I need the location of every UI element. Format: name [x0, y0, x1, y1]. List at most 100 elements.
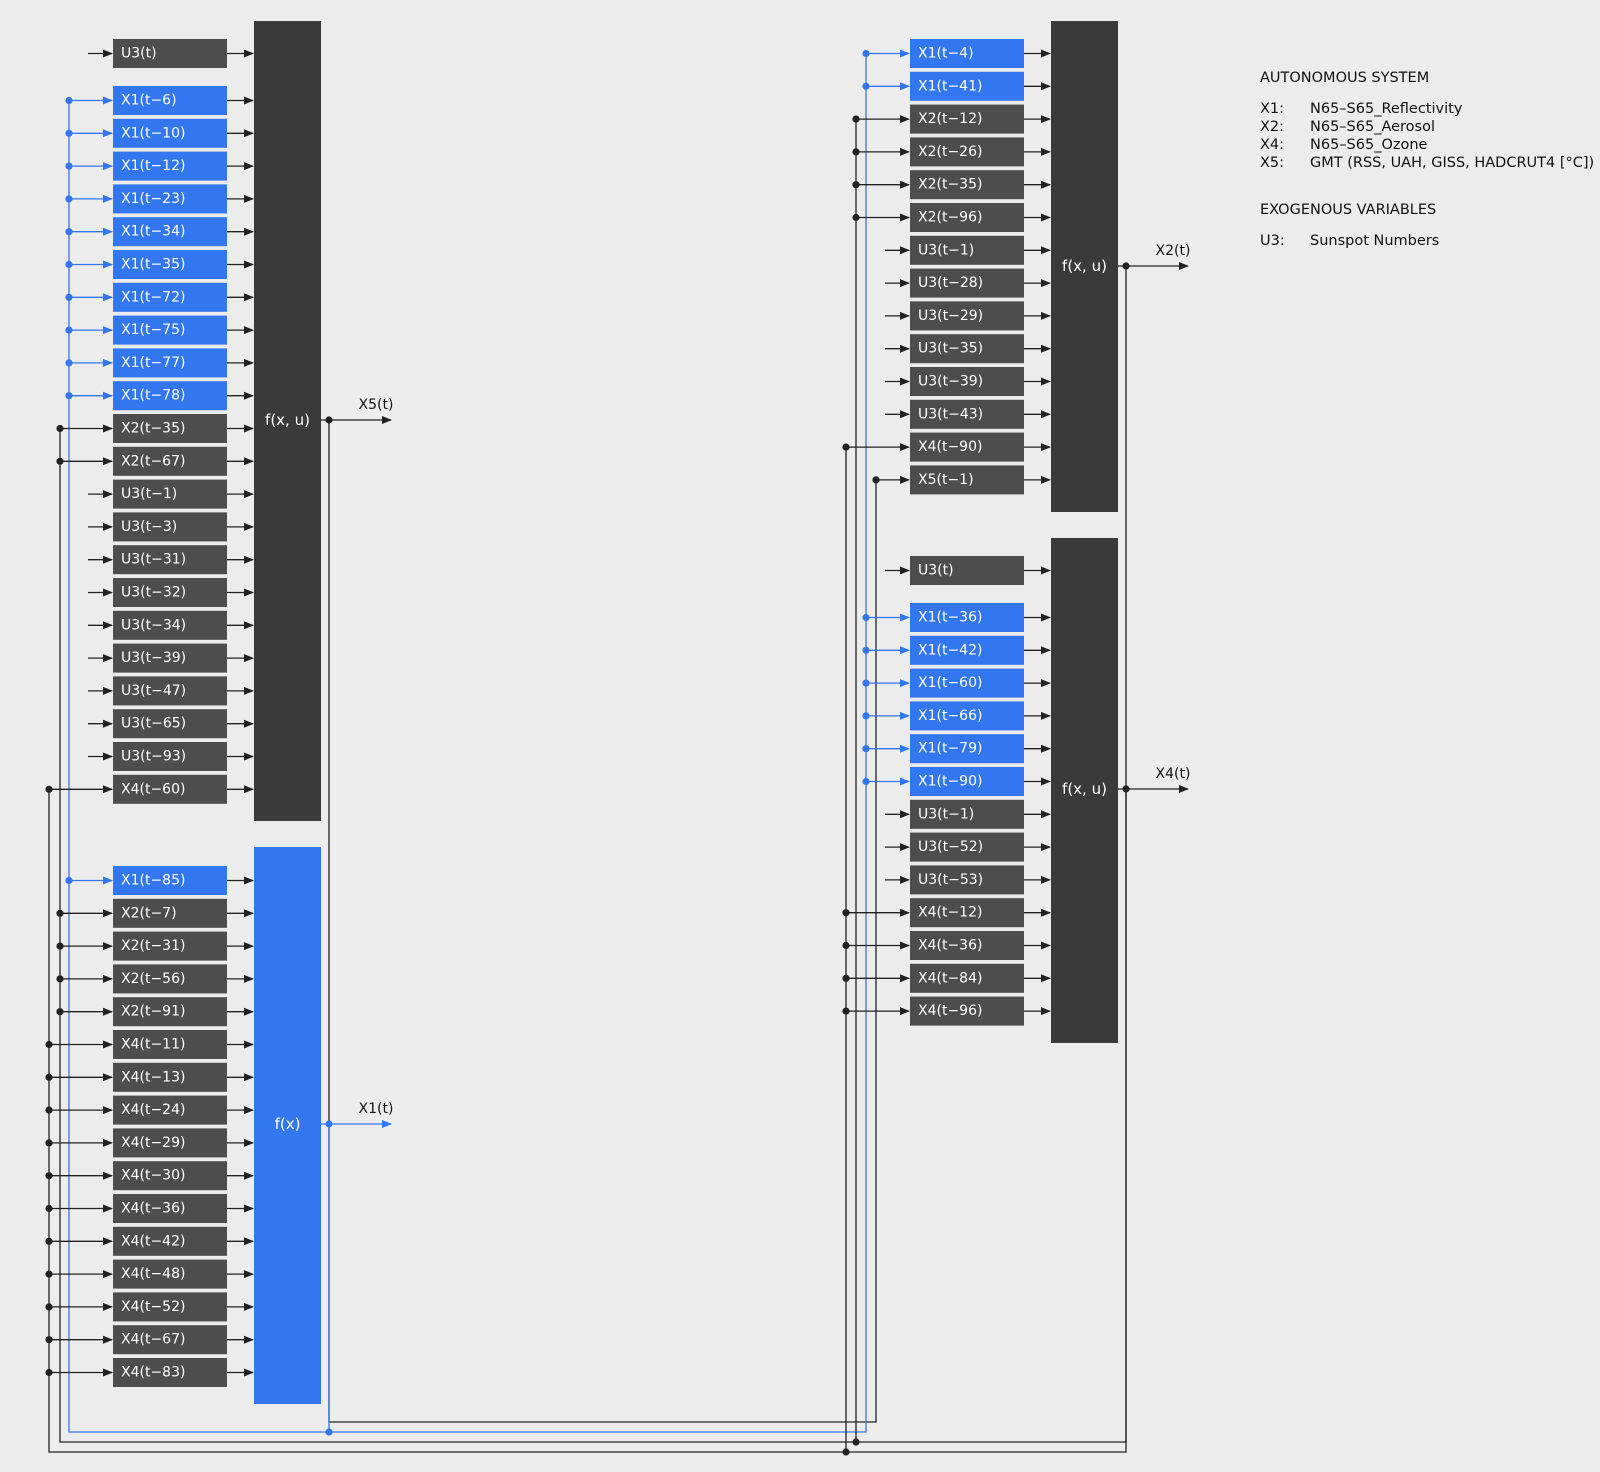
input-label: X4(t−96)	[918, 1003, 982, 1019]
input-label: X1(t−79)	[918, 741, 982, 757]
input-cell	[910, 603, 1024, 632]
x1-junction-dot	[65, 228, 73, 236]
input-label: U3(t−39)	[918, 374, 983, 390]
function-block	[254, 21, 321, 821]
x4-junction-dot	[842, 443, 850, 451]
input-cell	[113, 997, 227, 1027]
input-label: U3(t−1)	[121, 486, 177, 502]
legend-value: GMT (RSS, UAH, GISS, HADCRUT4 [°C])	[1310, 155, 1595, 171]
input-label: U3(t−29)	[918, 308, 983, 324]
input-label: X2(t−26)	[918, 144, 982, 160]
input-label: X4(t−42)	[121, 1233, 185, 1249]
x4-junction-dot	[45, 1303, 53, 1311]
input-label: X4(t−36)	[121, 1201, 185, 1217]
input-cell	[113, 414, 227, 443]
x1-junction-dot	[862, 777, 870, 786]
input-cell	[113, 381, 227, 411]
input-label: X1(t−36)	[918, 610, 982, 626]
input-label: X4(t−12)	[918, 905, 982, 921]
legend-key: X2:	[1260, 119, 1285, 135]
input-label: X1(t−77)	[121, 355, 185, 371]
legend-value: N65–S65_Aerosol	[1310, 119, 1436, 135]
input-label: X1(t−12)	[121, 158, 185, 174]
legend-value: N65–S65_Ozone	[1310, 137, 1428, 153]
x5-junction-dot	[872, 476, 880, 484]
x4-junction-dot	[45, 1270, 53, 1278]
input-cell	[113, 250, 227, 279]
legend-autonomous-title: AUTONOMOUS SYSTEM	[1260, 70, 1430, 86]
output-junction-dot	[1122, 785, 1130, 793]
input-label: X2(t−35)	[121, 421, 185, 437]
input-cell	[113, 1062, 227, 1092]
input-cell	[910, 767, 1024, 796]
input-label: X4(t−84)	[918, 970, 982, 986]
input-cell	[113, 1259, 227, 1289]
input-cell	[113, 217, 227, 247]
x2-junction-dot	[56, 1008, 64, 1016]
input-label: X5(t−1)	[918, 472, 974, 488]
input-label: X2(t−7)	[121, 905, 177, 921]
input-cell	[113, 643, 227, 673]
legend-row-x2: X2: N65–S65_Aerosol	[1260, 118, 1594, 136]
x1-block: f(x)X1(t−85)X2(t−7)X2(t−31)X2(t−56)X2(t−…	[45, 847, 393, 1404]
legend-key: X1:	[1260, 101, 1285, 117]
input-cell	[113, 1095, 227, 1125]
function-label: f(x, u)	[1062, 780, 1107, 798]
x1-junction-dot	[65, 260, 73, 269]
legend-value: Sunspot Numbers	[1310, 233, 1440, 249]
x4-junction-dot	[45, 1336, 53, 1344]
input-cell	[113, 512, 227, 542]
input-cell	[113, 151, 227, 181]
x1-junction-dot	[65, 359, 73, 367]
legend-key: X5:	[1260, 155, 1285, 171]
input-label: X2(t−31)	[121, 938, 185, 954]
input-label: X1(t−34)	[121, 224, 185, 240]
input-label: X1(t−66)	[918, 708, 982, 724]
x1-junction-dot	[65, 876, 73, 885]
input-label: X4(t−24)	[121, 1102, 185, 1118]
input-label: X4(t−60)	[121, 781, 185, 797]
input-cell	[113, 315, 227, 345]
x4-block: f(x, u)U3(t)X1(t−36)X1(t−42)X1(t−60)X1(t…	[842, 538, 1190, 1043]
input-cell	[910, 465, 1024, 495]
input-label: X1(t−41)	[918, 78, 982, 94]
output-label: X2(t)	[1156, 243, 1191, 259]
input-label: U3(t−43)	[918, 406, 983, 422]
x2-bus-dot	[852, 1438, 860, 1446]
input-label: U3(t−35)	[918, 341, 983, 357]
output-junction-dot	[1122, 262, 1130, 270]
x4-feedback-wire-left	[48, 789, 1127, 1453]
input-cell	[910, 556, 1024, 585]
input-label: X1(t−4)	[918, 46, 974, 62]
input-cell	[910, 268, 1024, 298]
x4-bus-dot	[842, 1448, 850, 1456]
output-junction-dot	[325, 1120, 333, 1128]
input-cell	[113, 1128, 227, 1158]
x4-junction-dot	[45, 1073, 53, 1081]
function-block	[254, 847, 321, 1404]
input-cell	[113, 578, 227, 607]
x2-junction-dot	[56, 909, 64, 917]
input-label: X2(t−56)	[121, 971, 185, 987]
x1-bus-dot	[325, 1428, 333, 1436]
input-cell	[910, 996, 1024, 1026]
x4-junction-dot	[45, 1040, 53, 1049]
input-cell	[113, 479, 227, 509]
input-label: X1(t−85)	[121, 873, 185, 889]
input-label: X4(t−90)	[918, 439, 982, 455]
input-label: U3(t−31)	[121, 552, 186, 568]
input-cell	[113, 898, 227, 928]
input-label: U3(t−47)	[121, 683, 186, 699]
x2-junction-dot	[56, 975, 64, 983]
x2-junction-dot	[852, 213, 860, 222]
x1-junction-dot	[862, 49, 870, 58]
input-label: U3(t−1)	[918, 806, 974, 822]
input-cell	[910, 931, 1024, 960]
input-label: U3(t−32)	[121, 585, 186, 601]
x4-junction-dot	[45, 1106, 53, 1114]
input-label: X2(t−35)	[918, 177, 982, 193]
input-cell	[113, 742, 227, 771]
legend-exogenous-title: EXOGENOUS VARIABLES	[1260, 202, 1437, 218]
